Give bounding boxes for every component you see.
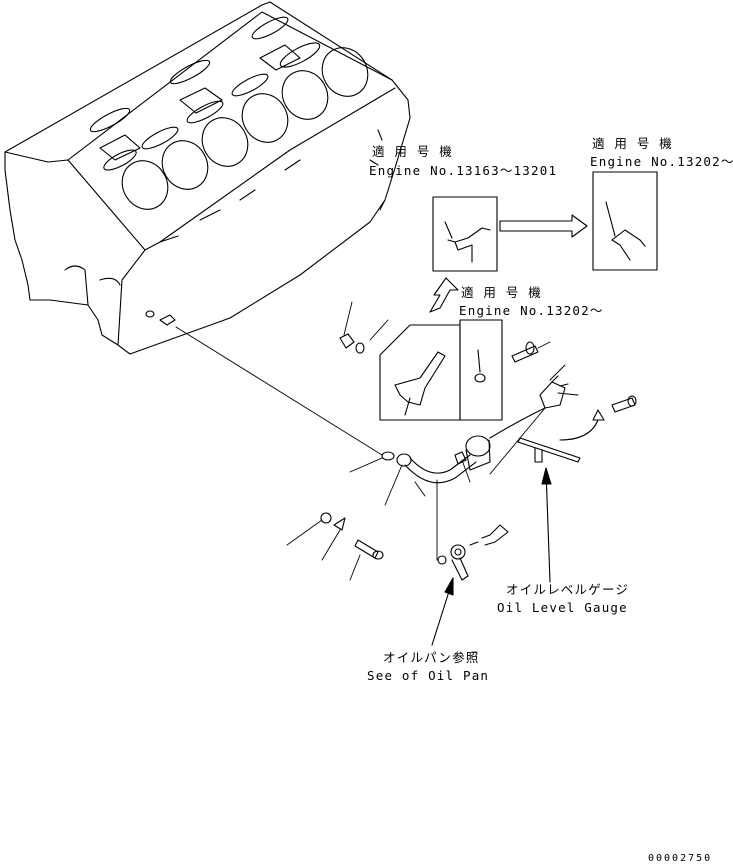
- bracket-inset-new: [592, 171, 658, 271]
- serial-label-b-jp: 適 用 号 機: [461, 285, 542, 300]
- leader-lines: [175, 199, 579, 581]
- oil-level-gauge-arrow: [541, 467, 552, 583]
- oil-level-gauge-label-jp: オイルレベルゲージ: [506, 582, 630, 597]
- bolt-lower: [354, 539, 384, 560]
- oil-pan-label-jp: オイルパン参照: [383, 650, 480, 665]
- oil-pan-label-en: See of Oil Pan: [367, 668, 490, 683]
- bolt-upper: [511, 341, 539, 363]
- transition-arrow-right: [499, 214, 588, 238]
- gauge-guide-tube: [396, 435, 491, 484]
- serial-label-a-jp: 適 用 号 機: [372, 144, 453, 159]
- drawing-number: 00002750: [648, 853, 713, 864]
- transition-arrow-up: [429, 277, 459, 313]
- level-sensor: [489, 375, 605, 441]
- serial-label-b-en: Engine No.13202～: [459, 303, 604, 318]
- washer-inset: [459, 319, 503, 421]
- serial-label-a-en: Engine No.13163～13201: [369, 163, 558, 178]
- small-hardware: [320, 451, 395, 531]
- bolt-right: [611, 395, 637, 413]
- oil-level-gauge-part: [517, 437, 581, 463]
- eye-joint: [437, 524, 509, 581]
- oil-pan-arrow: [431, 577, 454, 646]
- serial-label-c-en: Engine No.13202～: [590, 154, 733, 169]
- engine-block: [4, 1, 411, 355]
- nut-upper: [339, 333, 365, 354]
- bracket-inset-old: [432, 196, 498, 272]
- oil-level-gauge-label-en: Oil Level Gauge: [497, 600, 628, 615]
- bracket-inset-main: [379, 324, 461, 421]
- serial-label-c-jp: 適 用 号 機: [592, 136, 673, 151]
